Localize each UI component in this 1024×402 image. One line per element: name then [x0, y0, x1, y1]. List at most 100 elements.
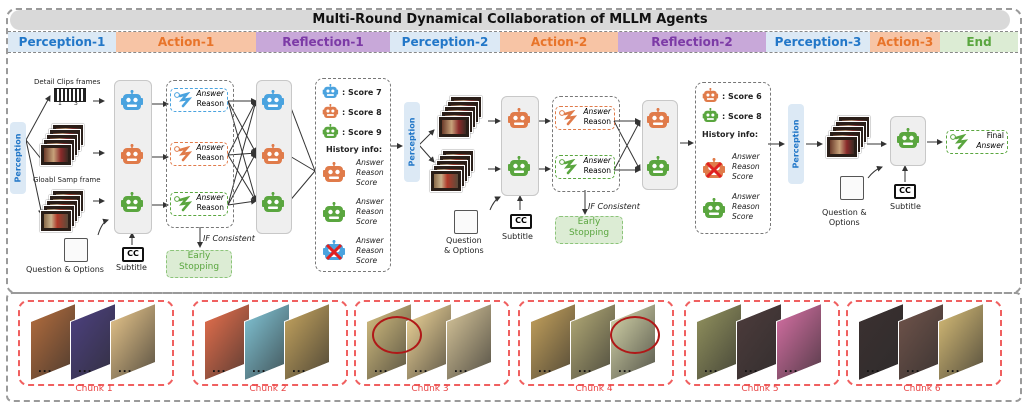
- history-info-label: History info:: [326, 145, 383, 154]
- ellipsis: ...: [292, 364, 307, 375]
- chunk-box: .........: [518, 300, 674, 386]
- robot-icon-orange: [322, 162, 346, 188]
- clip-index-1: 1: [58, 100, 62, 107]
- subtitle-label: Subtitle: [116, 263, 147, 272]
- chunk-label: Chunk 2: [249, 384, 287, 394]
- ellipsis: ...: [744, 364, 759, 375]
- stopping-text: Stopping: [568, 228, 610, 238]
- answer-icon: [950, 133, 969, 153]
- answer-icon: [559, 158, 578, 178]
- robot-icon-green: [261, 192, 285, 218]
- highlight-circle: [610, 316, 660, 354]
- ellipsis: ...: [578, 364, 593, 375]
- phase-action-3: Action-3: [870, 32, 940, 52]
- phase-reflection-2: Reflection-2: [618, 32, 766, 52]
- early-stopping-box: Early Stopping: [166, 250, 232, 278]
- score-green: : Score 8: [722, 112, 762, 121]
- question-options-icon: [64, 238, 88, 262]
- robot-icon-green: [896, 128, 920, 154]
- ellipsis: ...: [538, 364, 553, 375]
- ellipsis: ...: [784, 364, 799, 375]
- clip-index-3: 3: [74, 100, 78, 107]
- robot-icon-green: [702, 198, 726, 224]
- subtitle-label: Subtitle: [890, 202, 921, 211]
- score-orange: : Score 8: [342, 108, 382, 117]
- answer-box-orange: Answer Reason: [170, 142, 228, 166]
- robot-icon-green: [322, 124, 339, 143]
- answers-group-1: [166, 80, 234, 228]
- answer-text: Answer: [196, 89, 224, 98]
- robot-icon-blue-rejected: [322, 240, 346, 266]
- ellipsis: ...: [454, 364, 469, 375]
- perception-tag-2: Perception: [404, 102, 420, 182]
- ellipsis: ...: [118, 364, 133, 375]
- question-options-label: Question& Options: [444, 236, 484, 255]
- chunk-label: Chunk 4: [575, 384, 613, 394]
- score-orange: : Score 6: [722, 92, 762, 101]
- cc-icon: CC: [894, 184, 916, 199]
- score-blue: : Score 7: [342, 88, 382, 97]
- robot-icon-green: [322, 202, 346, 228]
- score-green: : Score 9: [342, 128, 382, 137]
- reflection-panel-2: [695, 82, 771, 234]
- robot-icon-orange: [702, 88, 719, 107]
- answer-box-green: Answer Reason: [170, 192, 228, 216]
- answer-icon: [559, 109, 578, 129]
- ellipsis: ...: [374, 364, 389, 375]
- chunk-label: Chunk 1: [75, 384, 113, 394]
- robot-icon-orange-rejected: [702, 158, 726, 184]
- ellipsis: ...: [212, 364, 227, 375]
- consistency-label: IF Consistent: [203, 234, 255, 243]
- chunk-box: .........: [192, 300, 348, 386]
- video-frame: [110, 302, 156, 382]
- cc-icon: CC: [510, 214, 532, 229]
- final-text: Final: [986, 131, 1004, 140]
- ellipsis: ...: [704, 364, 719, 375]
- reflection-panel-1: [315, 78, 391, 272]
- stopping-text: Stopping: [178, 262, 220, 272]
- history-info-label: History info:: [702, 130, 759, 139]
- early-text: Early: [577, 217, 601, 227]
- global-frames-label: Gloabl Samp frame: [33, 176, 101, 184]
- detail-clip-frames: [54, 88, 86, 102]
- robot-icon-orange: [120, 144, 144, 170]
- chunk-box: .........: [846, 300, 1002, 386]
- detail-clips-label: Detail Clips frames: [34, 78, 101, 86]
- reason-text: Reason: [583, 117, 611, 126]
- chunk-box: .........: [18, 300, 174, 386]
- ellipsis: ...: [78, 364, 93, 375]
- robot-icon-blue: [322, 84, 339, 103]
- early-text: Early: [187, 251, 211, 261]
- video-frame: [776, 302, 822, 382]
- ellipsis: ...: [906, 364, 921, 375]
- perception-tag-1: Perception: [10, 122, 26, 194]
- phase-perception-1: Perception-1: [8, 32, 116, 52]
- phase-timeline: Perception-1 Action-1 Reflection-1 Perce…: [8, 31, 1018, 53]
- answer-box-green: Answer Reason: [555, 155, 615, 179]
- robot-icon-green: [702, 108, 719, 127]
- robot-icon-blue: [261, 90, 285, 116]
- answer-icon: [174, 195, 193, 215]
- perception-tag-3: Perception: [788, 104, 804, 184]
- answers-group-2: [552, 96, 620, 192]
- reason-text: Reason: [196, 153, 224, 162]
- early-stopping-box: Early Stopping: [555, 216, 623, 244]
- phase-action-1: Action-1: [116, 32, 256, 52]
- answer-text: Answer: [976, 141, 1004, 150]
- final-answer-box: Final Answer: [946, 130, 1008, 154]
- video-frame: [446, 302, 492, 382]
- ellipsis: ...: [866, 364, 881, 375]
- highlight-circle: [372, 316, 422, 354]
- phase-perception-3: Perception-3: [766, 32, 870, 52]
- robot-icon-orange: [261, 144, 285, 170]
- ellipsis: ...: [252, 364, 267, 375]
- chunk-box: .........: [684, 300, 840, 386]
- phase-perception-2: Perception-2: [390, 32, 500, 52]
- diagram-title: Multi-Round Dynamical Collaboration of M…: [10, 10, 1010, 30]
- subtitle-label: Subtitle: [502, 232, 533, 241]
